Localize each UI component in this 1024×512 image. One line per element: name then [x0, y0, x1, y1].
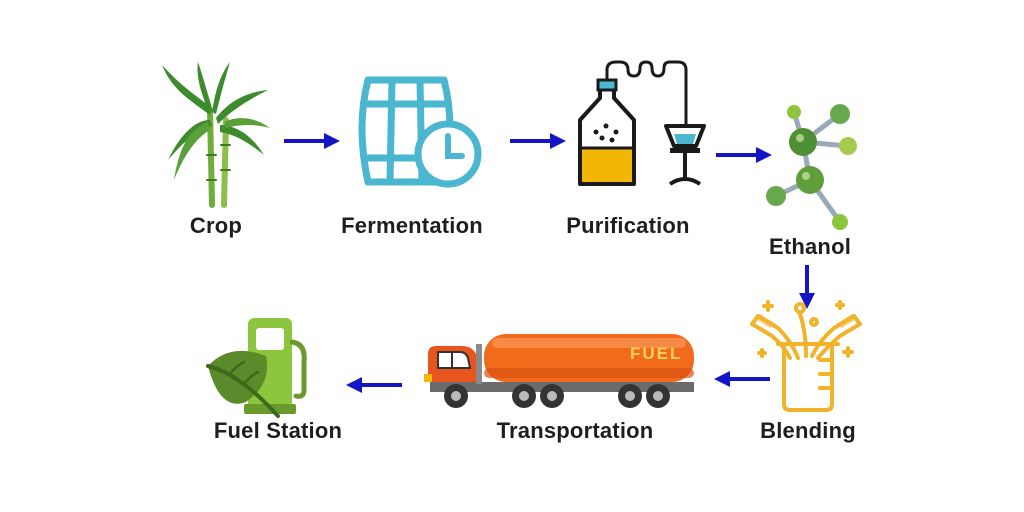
- beaker-blending-icon: [750, 300, 862, 412]
- flow-arrow-right: [284, 133, 340, 149]
- distillation-apparatus-icon: [578, 60, 706, 186]
- step-label-fuel-station: Fuel Station: [213, 418, 343, 443]
- step-label-blending: Blending: [760, 418, 856, 443]
- truck-tank-label: FUEL: [630, 344, 683, 363]
- flow-arrow-left: [346, 377, 402, 393]
- flow-arrow-right: [716, 147, 772, 163]
- green-fuel-pump-icon: [206, 318, 307, 418]
- flow-arrow-right: [510, 133, 566, 149]
- molecule-icon: [766, 104, 857, 230]
- step-label-crop: Crop: [189, 213, 243, 238]
- barrel-clock-icon: [358, 76, 482, 188]
- flow-arrow-left: [714, 371, 770, 387]
- step-label-purification: Purification: [566, 213, 690, 238]
- step-label-transportation: Transportation: [496, 418, 654, 443]
- sugarcane-icon: [162, 62, 270, 208]
- fuel-tanker-truck-icon: [424, 334, 694, 408]
- flow-arrow-down: [799, 265, 815, 309]
- step-label-fermentation: Fermentation: [341, 213, 483, 238]
- step-label-ethanol: Ethanol: [768, 234, 852, 259]
